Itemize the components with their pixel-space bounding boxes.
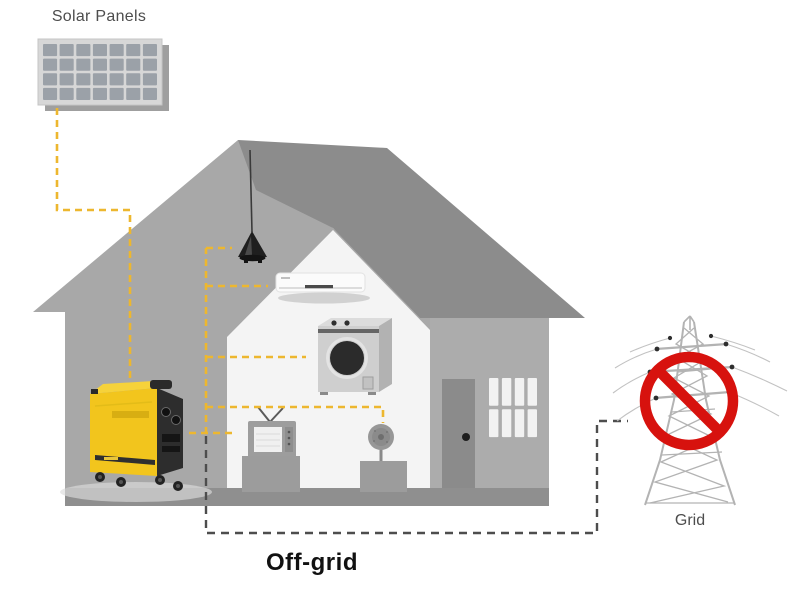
diagram-title: Off-grid: [266, 549, 358, 576]
air-conditioner-icon: [275, 272, 370, 304]
grid-label: Grid: [674, 512, 706, 529]
prohibition-icon: [639, 351, 739, 451]
generator-icon: [60, 380, 212, 502]
fan-table: [360, 461, 407, 492]
house-roof: [238, 140, 585, 318]
pendant-lamp-icon: [238, 149, 267, 263]
solar-cells: [43, 44, 157, 100]
house-wires: [189, 246, 385, 435]
tv-table: [242, 456, 300, 492]
solar-wire: [55, 108, 132, 389]
washing-machine-icon: [318, 318, 392, 395]
tv-icon: [248, 406, 296, 458]
solar-panel-icon: [37, 38, 169, 111]
door-knob: [462, 433, 470, 441]
door: [442, 379, 475, 492]
solar-panels-label: Solar Panels: [51, 8, 147, 25]
window: [489, 378, 537, 438]
